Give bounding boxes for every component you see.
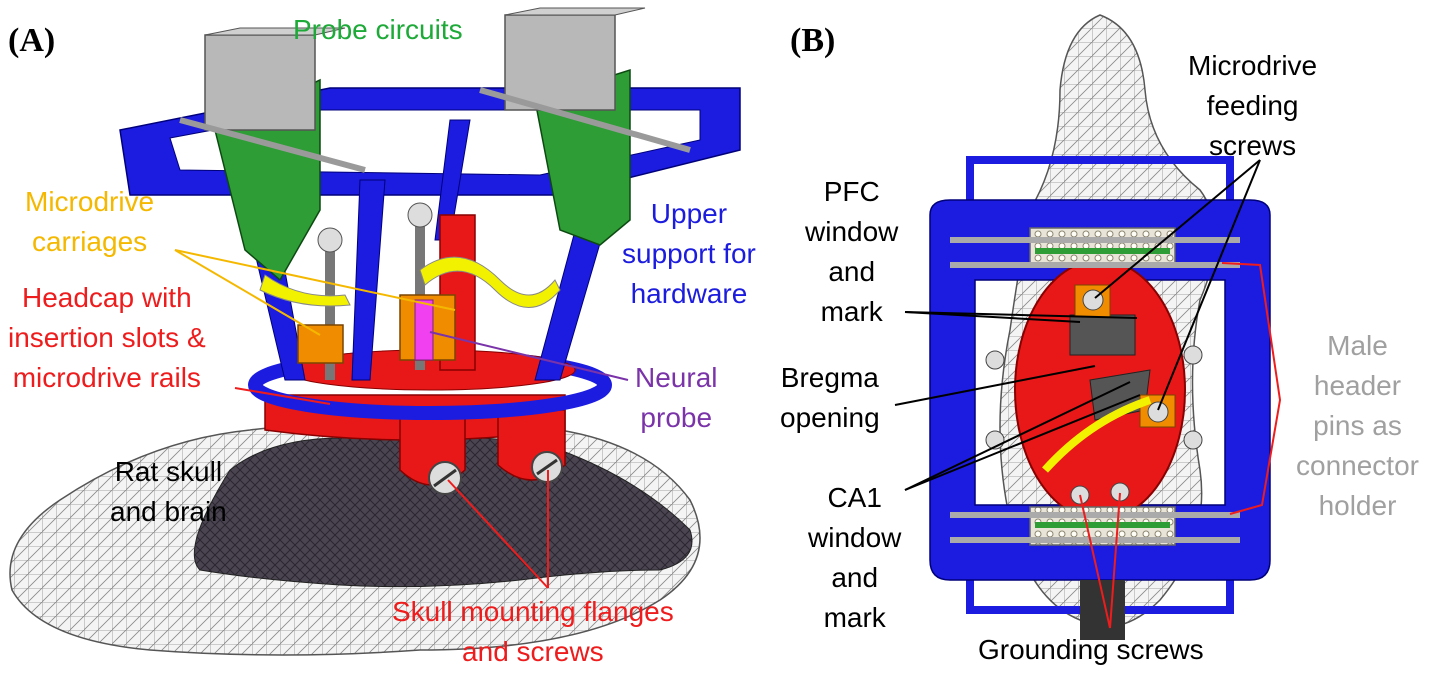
leader-ca1-2 — [904, 381, 1131, 491]
leader-ground-2 — [1109, 492, 1121, 629]
leader-ground-1 — [1079, 494, 1111, 629]
label-rat-skull: Rat skull and brain — [110, 456, 227, 527]
label-grounding-screws: Grounding screws — [978, 634, 1204, 665]
leader-carriage-2 — [174, 249, 456, 311]
leader-flange-1 — [447, 479, 549, 589]
panel-label-b: (B) — [790, 22, 836, 59]
leader-neural-probe — [429, 331, 629, 381]
leader-carriage-1 — [174, 249, 321, 336]
label-headcap: Headcap with insertion slots & microdriv… — [8, 282, 206, 393]
label-pfc-window: PFC window and mark — [805, 176, 899, 327]
label-upper-support: Upper support for hardware — [622, 198, 756, 309]
label-feeding-screws: Microdrive feeding screws — [1188, 50, 1318, 161]
leader-male-header — [1221, 262, 1282, 515]
label-skull-flanges: Skull mounting flanges and screws — [392, 596, 674, 667]
label-male-header: Male header pins as connector holder — [1296, 330, 1419, 521]
leader-ca1-1 — [904, 394, 1141, 491]
panel-label-a: (A) — [8, 22, 56, 59]
leader-feeding-2 — [1157, 159, 1261, 411]
leader-feeding-1 — [1094, 159, 1261, 299]
leader-bregma — [894, 365, 1096, 406]
label-microdrive-carriages: Microdrive carriages — [25, 186, 155, 257]
leader-pfc-2 — [904, 311, 1138, 319]
label-neural-probe: Neural probe — [635, 362, 718, 433]
label-ca1-window: CA1 window and mark — [808, 482, 902, 633]
label-bregma: Bregma opening — [780, 362, 880, 433]
label-probe-circuits: Probe circuits — [293, 14, 463, 45]
leader-headcap — [234, 387, 331, 405]
